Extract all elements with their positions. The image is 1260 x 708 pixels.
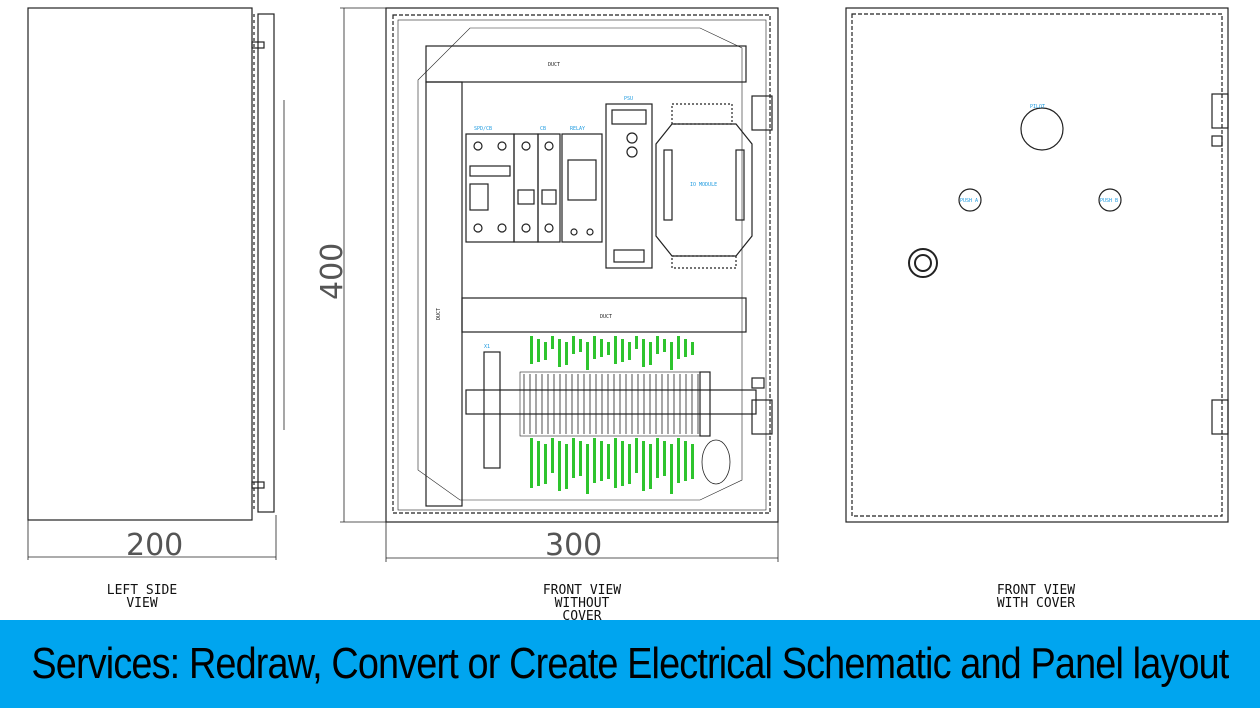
- psu-label: PSU: [624, 96, 633, 102]
- left-side-view: [27, 7, 285, 521]
- wire-marker: [537, 339, 540, 362]
- wire-marker: [544, 444, 547, 484]
- wire-marker: [642, 441, 645, 491]
- dim-400: 400: [315, 243, 350, 300]
- component-labels: DUCT DUCT DUCT SPD/CB CB RELAY PSU IO MO…: [436, 62, 1118, 350]
- front-view-without-cover: [385, 7, 779, 523]
- left-side-label-2: VIEW: [126, 596, 157, 611]
- wire-marker: [544, 342, 547, 360]
- wire-marker: [530, 336, 533, 364]
- wire-marker: [586, 342, 589, 370]
- breaker-group-label: SPD/CB: [474, 126, 492, 132]
- wire-marker: [649, 342, 652, 365]
- wire-markers: [530, 336, 694, 494]
- front-view-with-cover: [845, 7, 1229, 523]
- wire-marker: [593, 336, 596, 359]
- wire-marker: [628, 444, 631, 484]
- wire-marker: [684, 441, 687, 481]
- wire-marker: [663, 441, 666, 476]
- left-side-label-1: LEFT SIDE: [107, 583, 177, 598]
- front-without-label-3: COVER: [562, 609, 601, 620]
- banner-text: Services: Redraw, Convert or Create Elec…: [31, 639, 1229, 688]
- wire-marker: [649, 444, 652, 489]
- wire-marker: [600, 339, 603, 357]
- wire-marker: [691, 342, 694, 355]
- wire-marker: [607, 342, 610, 355]
- duct-top-label: DUCT: [548, 62, 560, 68]
- wire-marker: [565, 444, 568, 489]
- dim-400-lines: [340, 7, 386, 523]
- wire-marker: [586, 444, 589, 494]
- relay-label: RELAY: [570, 126, 585, 132]
- wire-marker: [558, 339, 561, 367]
- duct-vertical-label: DUCT: [436, 308, 442, 320]
- wire-marker: [614, 336, 617, 364]
- wire-marker: [656, 336, 659, 354]
- front-without-label-2: WITHOUT: [555, 596, 610, 611]
- push-a-label: PUSH A: [960, 198, 978, 204]
- wire-marker: [551, 336, 554, 349]
- wire-marker: [558, 441, 561, 491]
- panel-drawing: DUCT DUCT DUCT SPD/CB CB RELAY PSU IO MO…: [27, 7, 1229, 620]
- front-with-label-1: FRONT VIEW: [997, 583, 1075, 598]
- front-without-label-1: FRONT VIEW: [543, 583, 621, 598]
- wire-marker: [600, 441, 603, 481]
- wire-marker: [642, 339, 645, 367]
- dim-200-lines: [27, 515, 277, 560]
- wire-marker: [593, 438, 596, 483]
- wire-marker: [621, 441, 624, 486]
- front-with-label-2: WITH COVER: [997, 596, 1075, 611]
- wire-marker: [684, 339, 687, 357]
- wire-marker: [656, 438, 659, 478]
- wire-marker: [670, 342, 673, 370]
- wire-marker: [607, 444, 610, 479]
- wire-marker: [635, 336, 638, 349]
- io-module-label: IO MODULE: [690, 182, 717, 188]
- wire-marker: [670, 444, 673, 494]
- wire-marker: [565, 342, 568, 365]
- duct-middle-label: DUCT: [600, 314, 612, 320]
- wire-marker: [628, 342, 631, 360]
- wire-marker: [579, 441, 582, 476]
- terminal-block-strips: [523, 374, 699, 434]
- wire-marker: [614, 438, 617, 488]
- wire-marker: [691, 444, 694, 479]
- wire-marker: [537, 441, 540, 486]
- dim-300: 300: [545, 528, 602, 563]
- wire-marker: [677, 336, 680, 359]
- breaker-2-label: CB: [540, 126, 546, 132]
- wire-marker: [579, 339, 582, 352]
- wire-marker: [551, 438, 554, 473]
- dim-300-lines: [385, 522, 779, 562]
- push-b-label: PUSH B: [1100, 198, 1118, 204]
- wire-marker: [635, 438, 638, 473]
- pilot-light-label: PILOT: [1030, 104, 1045, 110]
- terminal-tag-label: X1: [484, 344, 490, 350]
- wire-marker: [572, 438, 575, 478]
- dim-200: 200: [126, 528, 183, 563]
- services-banner: Services: Redraw, Convert or Create Elec…: [0, 620, 1260, 708]
- wire-marker: [572, 336, 575, 354]
- wire-marker: [530, 438, 533, 488]
- wire-marker: [663, 339, 666, 352]
- wire-marker: [677, 438, 680, 483]
- wire-marker: [621, 339, 624, 362]
